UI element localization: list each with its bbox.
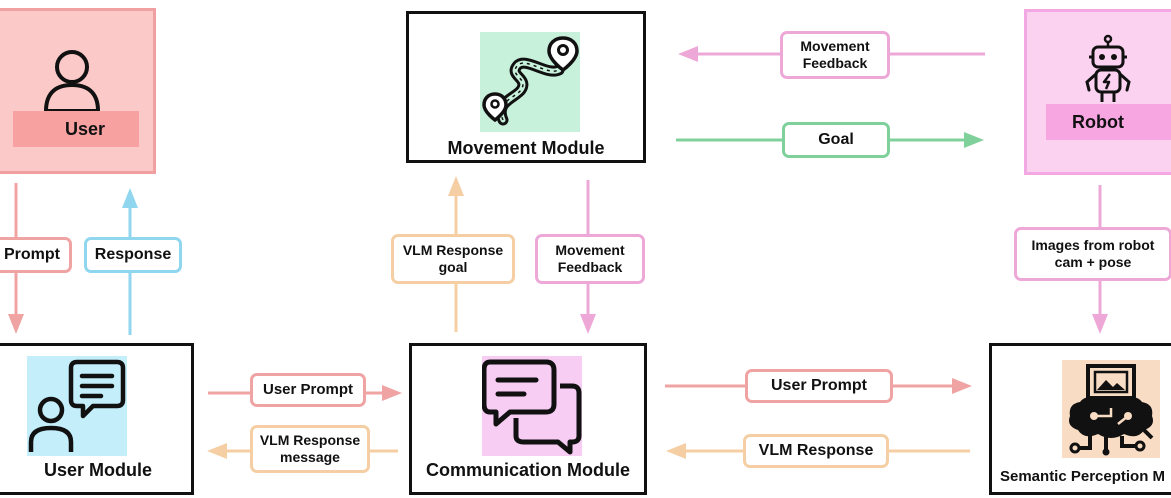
user-module: User Module	[0, 343, 194, 495]
vlm-response-message-label: VLM Response message	[250, 425, 370, 473]
chat-person-icon	[28, 359, 126, 452]
route-map-icon	[482, 36, 579, 126]
user-band	[13, 111, 139, 147]
images-from-robot-label: Images from robot cam + pose	[1014, 227, 1171, 281]
movement-feedback-mid-label: Movement Feedback	[535, 234, 645, 284]
movement-module: Movement Module	[406, 11, 646, 163]
robot-band	[1046, 104, 1171, 140]
person-icon	[44, 50, 100, 113]
user-title: User	[64, 119, 106, 139]
user-prompt-left-label: User Prompt	[250, 373, 366, 407]
semantic-perception-module: Semantic Perception M	[989, 343, 1171, 495]
movement-feedback-top-label: Movement Feedback	[780, 31, 890, 79]
semantic-perception-title: Semantic Perception M	[1000, 468, 1166, 485]
chat-bubbles-icon	[482, 359, 582, 455]
communication-module-title: Communication Module	[426, 460, 630, 480]
vlm-response-goal-label: VLM Response goal	[391, 234, 515, 284]
robot-icon	[1085, 34, 1131, 102]
goal-label: Goal	[782, 122, 890, 158]
communication-module: Communication Module	[409, 343, 647, 495]
robot-node: Robot	[1024, 9, 1171, 175]
vlm-response-right-label: VLM Response	[743, 434, 889, 468]
prompt-label: Prompt	[0, 237, 72, 273]
response-label: Response	[84, 237, 182, 273]
user-module-title: User Module	[43, 460, 153, 480]
image-circuit-icon	[1069, 364, 1154, 456]
comm-icon-bg	[482, 356, 582, 456]
movement-module-title: Movement Module	[447, 138, 605, 158]
user-node: User	[0, 8, 156, 174]
user-prompt-right-label: User Prompt	[745, 369, 893, 403]
robot-title: Robot	[1072, 112, 1124, 132]
